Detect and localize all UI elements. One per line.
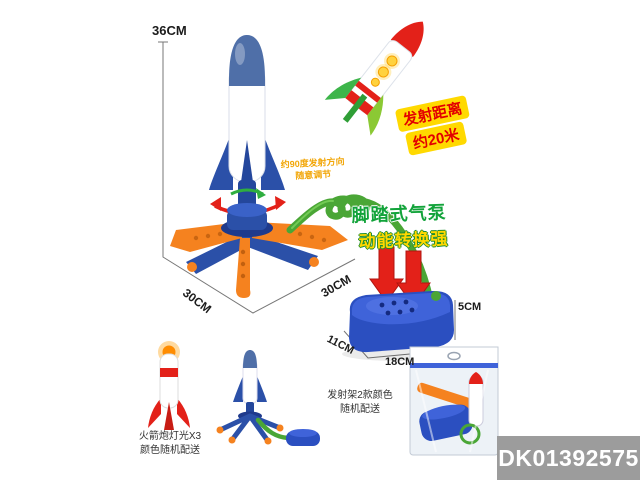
pump-feature-text: 脚踏式气泵 动能转换强 — [351, 198, 449, 252]
launcher-base — [170, 203, 348, 298]
launcher-note-line1: 发射架2款颜色 — [327, 390, 393, 401]
dim-height-label: 36CM — [152, 23, 187, 38]
rocket-lights-note-line1: 火箭炮灯光X3 — [138, 431, 202, 442]
pump-feature-line1: 脚踏式气泵 — [351, 202, 447, 226]
rocket-lights-note-line2: 颜色随机配送 — [140, 444, 200, 456]
main-rocket — [209, 35, 285, 196]
dim-pump-height-label: 5CM — [458, 301, 482, 313]
air-tube — [286, 194, 434, 304]
mini-rocket — [148, 341, 190, 430]
pump-feature-line2: 动能转换强 — [358, 229, 449, 252]
rocket-lights-note: 火箭炮灯光X3 颜色随机配送 — [132, 430, 208, 457]
dim-pump-length-label: 18CM — [385, 356, 415, 368]
launcher-note: 发射架2款颜色 随机配送 — [322, 389, 398, 416]
direction-note: 约90度发射方向 随意调节 — [277, 156, 348, 183]
launcher-note-line2: 随机配送 — [340, 403, 380, 415]
mini-launcher — [216, 350, 320, 446]
product-code-bar: DK01392575 — [497, 436, 640, 480]
launcher-dimension-lines — [158, 41, 356, 314]
product-code: DK01392575 — [498, 444, 639, 471]
package-bag — [409, 346, 499, 456]
flying-rocket — [324, 21, 424, 136]
